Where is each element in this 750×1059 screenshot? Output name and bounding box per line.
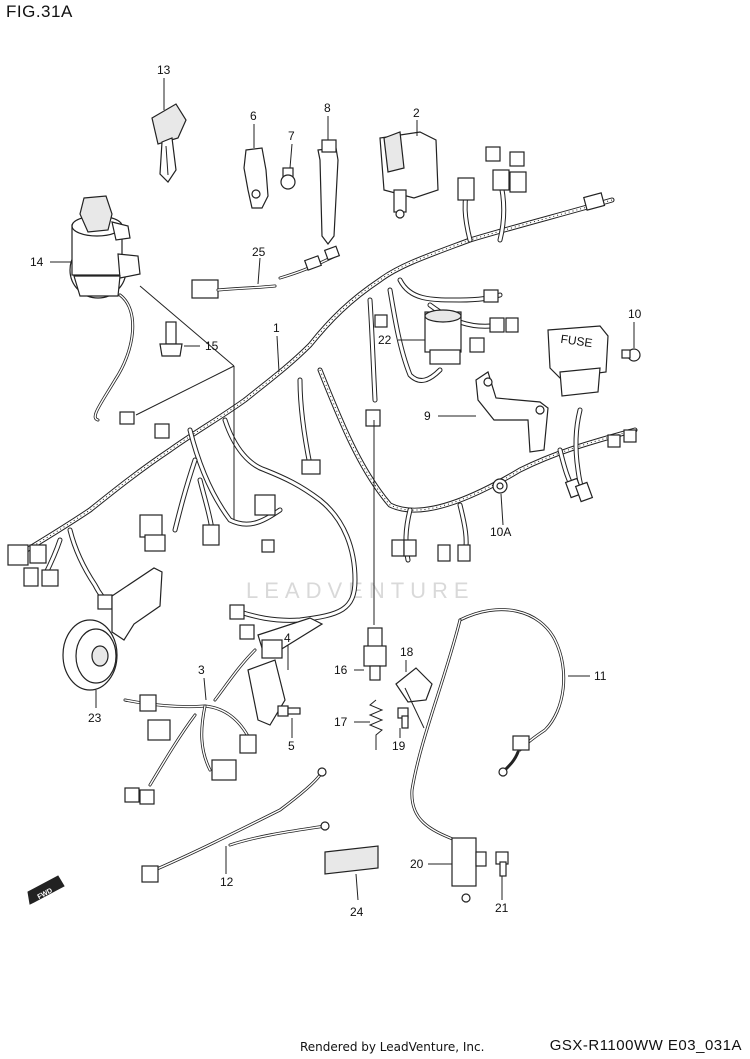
fuse-label: FUSE <box>560 332 594 350</box>
stop-switch <box>363 627 387 681</box>
callout-21: 21 <box>495 901 509 915</box>
callout-3: 3 <box>198 663 205 677</box>
render-credit: Rendered by LeadVenture, Inc. <box>300 1040 485 1054</box>
callout-4: 4 <box>284 631 291 645</box>
rectifier-relay <box>379 131 439 219</box>
callout-1: 1 <box>273 321 280 335</box>
callout-19: 19 <box>392 739 406 753</box>
bolt-15 <box>159 321 183 357</box>
callout-7: 7 <box>288 129 295 143</box>
lead-wire <box>191 245 341 299</box>
callout-labels: 13 6 7 8 2 14 25 1 15 22 10 9 10A 4 11 3… <box>30 63 642 919</box>
screw-5 <box>277 705 301 717</box>
cover-18 <box>395 667 433 703</box>
screw-10 <box>621 348 641 362</box>
callout-12: 12 <box>220 875 234 889</box>
grommet-10a <box>492 478 508 494</box>
callout-24: 24 <box>350 905 364 919</box>
callout-11: 11 <box>594 669 607 683</box>
diagram-code: GSX-R1100WW E03_031A <box>549 1037 742 1054</box>
ignition-key <box>151 103 187 183</box>
callout-20: 20 <box>410 857 424 871</box>
label-sheet <box>324 845 379 875</box>
callout-16: 16 <box>334 663 348 677</box>
bracket-9 <box>475 371 549 453</box>
sub-harness-3 <box>123 648 257 805</box>
callout-22: 22 <box>378 333 392 347</box>
callout-14: 14 <box>30 255 44 269</box>
return-spring <box>368 699 384 750</box>
callout-9: 9 <box>424 409 431 423</box>
harness-connectors <box>7 146 637 640</box>
callout-10a: 10A <box>490 525 511 539</box>
callout-23: 23 <box>88 711 102 725</box>
callout-2: 2 <box>413 106 420 120</box>
cable-tie <box>317 139 339 245</box>
figure-title: FIG.31A <box>6 2 73 21</box>
clamp-screw <box>280 167 296 190</box>
callout-10: 10 <box>628 307 642 321</box>
lead-wire-12 <box>141 767 330 883</box>
callout-18: 18 <box>400 645 414 659</box>
forward-arrow-icon: FWD <box>27 875 65 905</box>
sensor-20 <box>451 837 487 903</box>
leader-lines <box>50 78 635 901</box>
callout-13: 13 <box>157 63 171 77</box>
horn <box>62 567 163 691</box>
callout-6: 6 <box>250 109 257 123</box>
callout-25: 25 <box>252 245 266 259</box>
callout-5: 5 <box>288 739 295 753</box>
starter-relay <box>424 309 462 365</box>
fuse-box: FUSE <box>547 325 609 397</box>
switch-bracket-4 <box>247 617 324 726</box>
callout-8: 8 <box>324 101 331 115</box>
ignition-switch <box>69 195 141 422</box>
screw-19 <box>397 707 409 729</box>
sensor-lead-11 <box>410 608 566 842</box>
clamp-bracket <box>243 147 269 209</box>
screw-21 <box>495 851 509 877</box>
callout-17: 17 <box>334 715 348 729</box>
callout-15: 15 <box>205 339 219 353</box>
